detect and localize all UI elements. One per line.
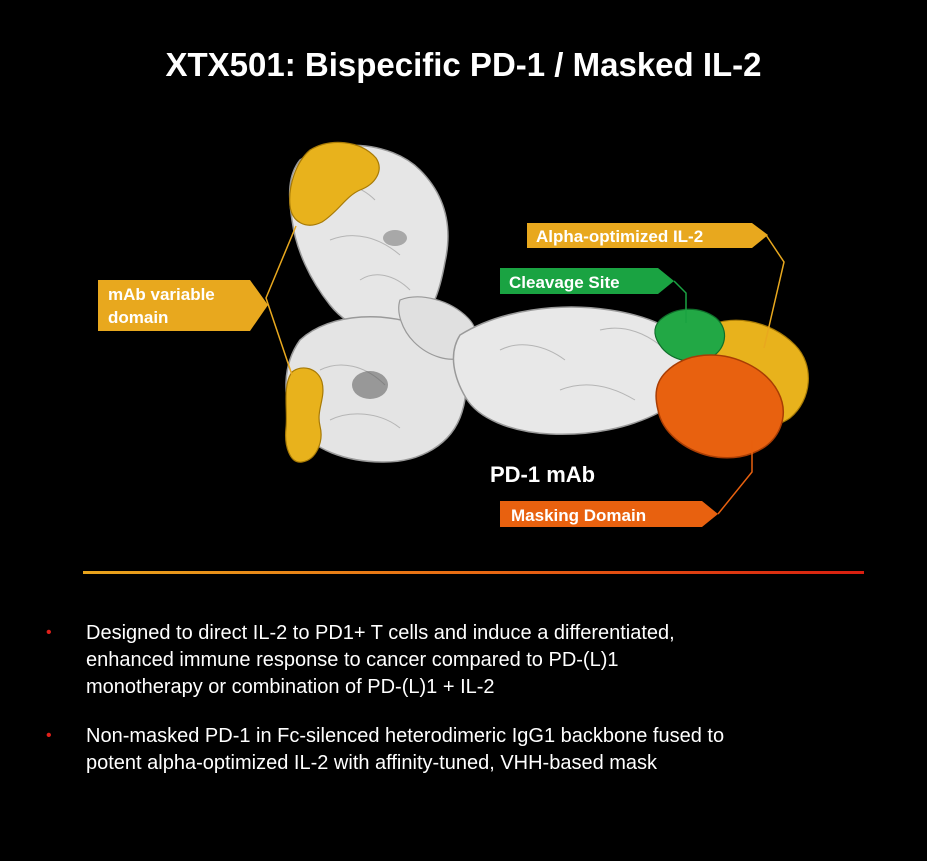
slide-title: XTX501: Bispecific PD-1 / Masked IL-2 bbox=[165, 46, 762, 83]
variable-domain-lower bbox=[285, 367, 324, 463]
cleavage-site-connector bbox=[673, 280, 687, 323]
section-divider bbox=[83, 571, 864, 574]
bullet-item-2: • Non-masked PD-1 in Fc-silenced heterod… bbox=[40, 723, 900, 777]
bullet-dot-icon: • bbox=[46, 727, 52, 744]
bullet-item-1: • Designed to direct IL-2 to PD1+ T cell… bbox=[40, 620, 900, 701]
variable-domain-connector bbox=[265, 225, 297, 376]
callout-variable-domain: mAb variable domain bbox=[98, 280, 268, 331]
bullet-2-line-1: Non-masked PD-1 in Fc-silenced heterodim… bbox=[86, 725, 725, 747]
callout-cleavage-site: Cleavage Site bbox=[500, 268, 674, 294]
bullet-1-line-1: Designed to direct IL-2 to PD1+ T cells … bbox=[86, 622, 675, 644]
callout-alpha-il2-label: Alpha-optimized IL-2 bbox=[536, 227, 703, 246]
bullet-list: • Designed to direct IL-2 to PD1+ T cell… bbox=[40, 620, 900, 799]
callout-variable-domain-line2: domain bbox=[108, 308, 168, 327]
bullet-1-line-3: monotherapy or combination of PD-(L)1 + … bbox=[86, 676, 495, 698]
callout-alpha-il2: Alpha-optimized IL-2 bbox=[527, 223, 768, 248]
masking-domain bbox=[655, 354, 784, 459]
callout-masking-domain-label: Masking Domain bbox=[511, 506, 646, 525]
alpha-il2-connector bbox=[763, 234, 785, 349]
bullet-2-line-2: potent alpha-optimized IL-2 with affinit… bbox=[86, 752, 658, 774]
callout-cleavage-site-label: Cleavage Site bbox=[509, 273, 620, 292]
callout-variable-domain-line1: mAb variable bbox=[108, 285, 215, 304]
bullet-1-line-2: enhanced immune response to cancer compa… bbox=[86, 649, 619, 671]
callout-masking-domain: Masking Domain bbox=[500, 501, 718, 527]
variable-domain-upper bbox=[289, 141, 380, 226]
masking-domain-connector bbox=[717, 440, 753, 515]
antibody-surface bbox=[285, 144, 695, 463]
bullet-dot-icon: • bbox=[46, 624, 52, 641]
pd1-mab-label: PD-1 mAb bbox=[490, 462, 595, 487]
